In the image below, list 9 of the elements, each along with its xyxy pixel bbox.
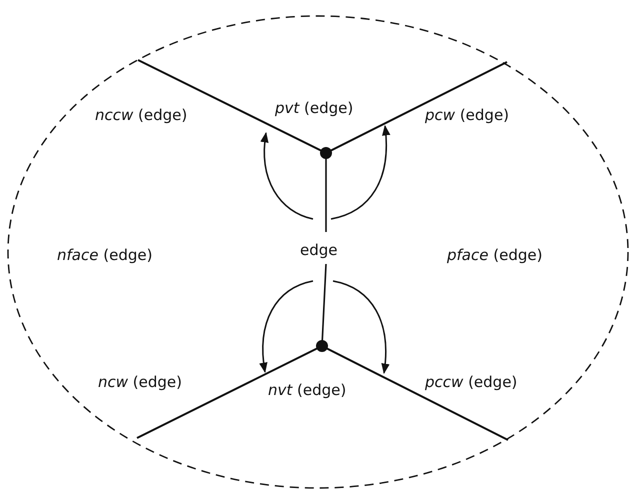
pointer-label: nccw (edge) xyxy=(95,106,188,124)
pointer-label: ncw (edge) xyxy=(98,373,182,391)
pointer-label: nvt (edge) xyxy=(268,381,346,399)
pointer-label: pvt (edge) xyxy=(275,99,354,117)
pointer-label: pcw (edge) xyxy=(425,106,510,124)
pointer-label: edge xyxy=(300,241,338,259)
pointer-label: pface (edge) xyxy=(447,246,542,264)
pointer-label: nface (edge) xyxy=(57,246,152,264)
pointer-label: pccw (edge) xyxy=(425,373,518,391)
